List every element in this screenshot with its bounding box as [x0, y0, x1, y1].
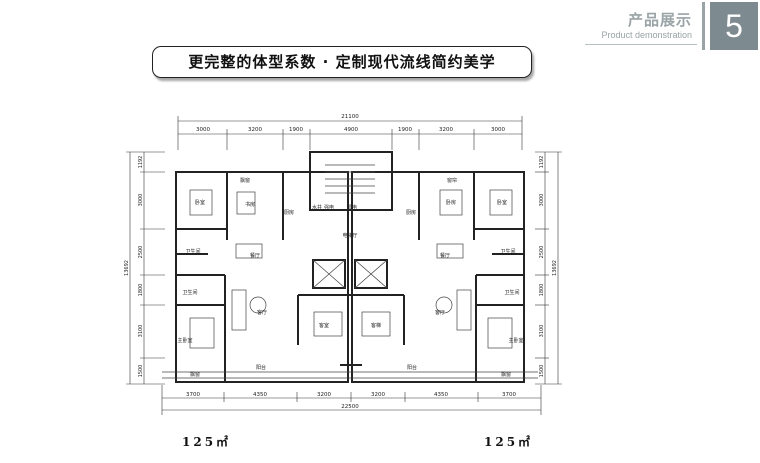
room-label: 卧房 — [446, 199, 456, 206]
room-label: 主卧室 — [177, 337, 192, 344]
room-label: 客室 — [319, 322, 329, 329]
dim-left-6: 1500 — [138, 365, 144, 378]
room-label: 弱电 — [347, 204, 357, 211]
dim-top-4: 4900 — [344, 127, 358, 133]
dim-left-1: 1192 — [138, 156, 144, 169]
dim-right-total: 13692 — [552, 260, 558, 276]
room-label: 强电 — [324, 204, 334, 211]
dim-right-3: 2500 — [539, 246, 545, 259]
section-subtitle: Product demonstration — [601, 30, 692, 40]
dim-right-4: 1800 — [539, 284, 545, 297]
dim-bottom-6: 3700 — [502, 392, 516, 398]
dim-left-5: 3100 — [138, 325, 144, 338]
dim-bottom-1: 3700 — [186, 392, 200, 398]
room-label: 阳台 — [407, 364, 417, 371]
dim-bottom-2: 4350 — [253, 392, 267, 398]
room-label: 厨房 — [284, 209, 294, 216]
room-label: 书房 — [245, 201, 255, 208]
room-label: 卫生间 — [182, 289, 197, 296]
unit-area-left: 125㎡ — [182, 435, 232, 449]
dim-top-1: 3000 — [196, 127, 210, 133]
room-label: 卫生间 — [185, 248, 200, 255]
page-number-badge: 5 — [710, 2, 758, 50]
dim-bottom-4: 3200 — [371, 392, 385, 398]
dim-top-6: 3200 — [439, 127, 453, 133]
dim-left-2: 3000 — [138, 194, 144, 207]
dim-left-4: 1800 — [138, 284, 144, 297]
room-label: 飘窗 — [240, 177, 250, 184]
room-label: 卧室 — [195, 199, 205, 206]
room-label: 飘窗 — [190, 371, 200, 378]
room-label: 卫生间 — [500, 248, 515, 255]
dim-top-7: 3000 — [491, 127, 505, 133]
dim-right-5: 3100 — [539, 325, 545, 338]
dim-top-2: 3200 — [248, 127, 262, 133]
dim-left-3: 2500 — [138, 246, 144, 259]
dim-top-5: 1900 — [398, 127, 412, 133]
room-label: 主卧室 — [508, 337, 523, 344]
dim-right-1: 1192 — [539, 156, 545, 169]
room-label: 客梯 — [371, 322, 381, 329]
room-label: 厨房 — [406, 209, 416, 216]
dim-left-total: 13692 — [124, 260, 130, 276]
dim-top-total: 21100 — [341, 114, 359, 120]
room-label: 水井 — [312, 204, 322, 211]
dim-bottom-3: 3200 — [317, 392, 331, 398]
headline-banner: 更完整的体型系数 · 定制现代流线简约美学 — [152, 46, 532, 78]
header-accent-bar — [702, 2, 705, 50]
room-label: 电梯厅 — [342, 232, 357, 239]
room-label: 卧室 — [497, 199, 507, 206]
room-label: 卫生间 — [504, 289, 519, 296]
room-label: 客厅 — [435, 309, 445, 316]
room-label: 阳台 — [256, 364, 266, 371]
section-title: 产品展示 — [627, 11, 692, 29]
room-label: 客厅 — [257, 309, 267, 316]
dim-bottom-5: 4350 — [434, 392, 448, 398]
unit-area-right: 125㎡ — [484, 435, 534, 449]
dim-bottom-total: 22500 — [341, 404, 359, 410]
room-label: 餐厅 — [250, 252, 260, 259]
room-label: 餐厅 — [440, 252, 450, 259]
dim-top-3: 1900 — [289, 127, 303, 133]
header-divider — [585, 44, 697, 45]
room-label: 窗帘 — [447, 177, 457, 184]
dim-right-6: 1500 — [539, 365, 545, 378]
dim-right-2: 3000 — [539, 194, 545, 207]
room-label: 飘窗 — [501, 371, 511, 378]
